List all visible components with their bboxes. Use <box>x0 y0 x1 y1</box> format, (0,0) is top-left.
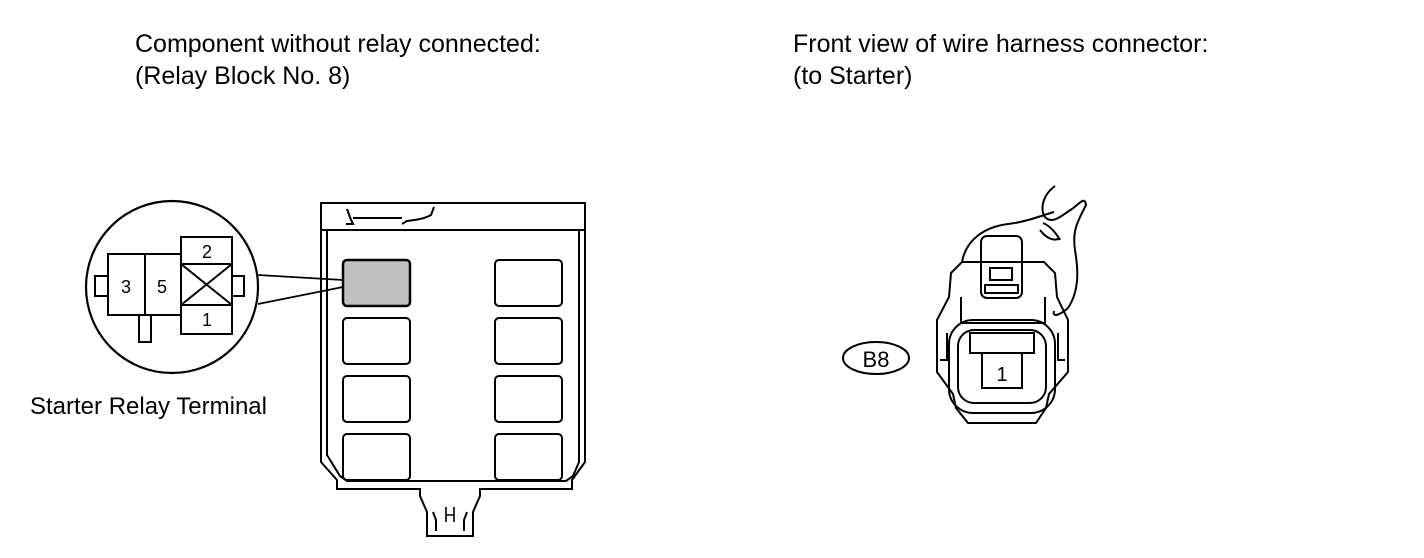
left-title-line2: (Relay Block No. 8) <box>135 62 351 90</box>
latch-detail-right <box>401 206 435 225</box>
relay-slot <box>494 375 563 423</box>
terminal-3: 3 <box>121 277 131 297</box>
relay-slots <box>341 258 563 481</box>
connector-code-oval <box>842 341 910 375</box>
starter-relay-terminal-label: Starter Relay Terminal <box>30 393 267 420</box>
relay-slot-highlighted <box>341 258 412 308</box>
terminal-callout <box>84 199 344 375</box>
relay-slot <box>342 317 411 365</box>
relay-slot <box>342 433 411 481</box>
terminal-5: 5 <box>157 277 167 297</box>
connector-code: B8 <box>863 347 890 372</box>
bottom-clip <box>432 511 468 531</box>
callout-circle <box>84 199 260 375</box>
relay-block <box>320 202 586 537</box>
pin-1-box <box>981 352 1023 389</box>
right-title-line1: Front view of wire harness connector: <box>793 30 1209 58</box>
relay-slot <box>494 317 563 365</box>
terminal-1: 1 <box>202 310 212 330</box>
relay-slot <box>494 433 563 481</box>
latch-detail-left <box>346 208 355 225</box>
relay-slot <box>494 259 563 307</box>
connector-face <box>948 319 1056 414</box>
terminal-2: 2 <box>202 242 212 262</box>
relay-slot <box>342 375 411 423</box>
right-title-line2: (to Starter) <box>793 62 913 90</box>
left-title-line1: Component without relay connected: <box>135 30 541 58</box>
connector-housing <box>936 261 1069 424</box>
pin-number: 1 <box>996 364 1007 386</box>
harness-connector <box>842 185 1088 424</box>
